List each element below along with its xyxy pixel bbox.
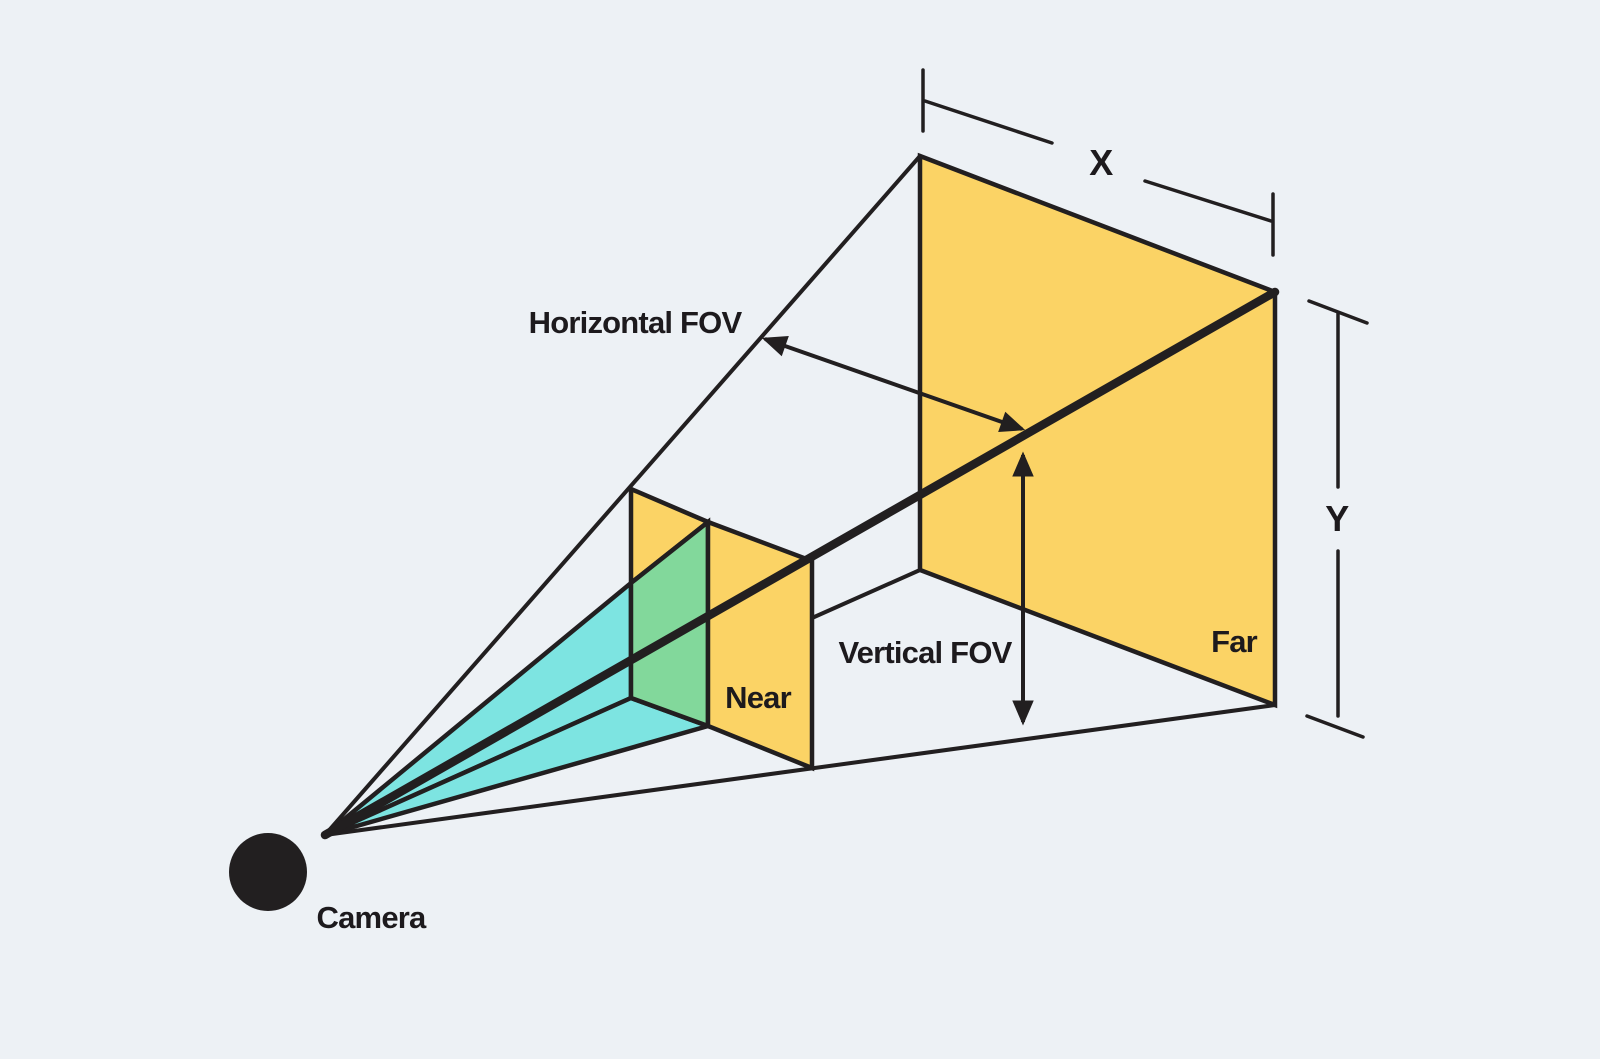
horizontal-fov-arrow	[761, 335, 1026, 433]
frustum-edge-bottom-right	[323, 703, 1277, 837]
y-dimension: Y	[1305, 299, 1369, 739]
vertical-fov-label: Vertical FOV	[838, 635, 1012, 670]
x-dimension-line-right	[1143, 179, 1273, 223]
near-plane-label: Near	[725, 680, 791, 715]
frustum-edge-bottom-left-segment	[810, 568, 922, 620]
x-dimension-line-left	[923, 99, 1054, 145]
frustum-edge-top-left	[323, 154, 922, 837]
x-dimension: X	[921, 68, 1275, 257]
y-dimension-label: Y	[1325, 498, 1349, 539]
camera-label: Camera	[317, 900, 427, 935]
near-plane	[705, 518, 815, 772]
camera-dot	[229, 833, 307, 911]
far-plane-label: Far	[1211, 624, 1258, 659]
y-dimension-bottom-tick	[1305, 714, 1365, 739]
x-dimension-label: X	[1089, 142, 1113, 183]
frustum-edge-top-right-thick	[320, 287, 1280, 840]
horizontal-fov-label: Horizontal FOV	[529, 305, 743, 340]
